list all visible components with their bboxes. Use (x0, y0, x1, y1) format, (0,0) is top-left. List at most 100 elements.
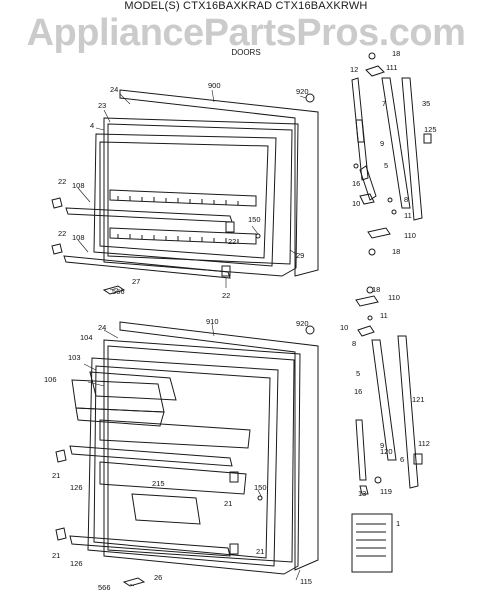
callout-upper-hinge-35: 35 (422, 99, 430, 108)
callout-lower-hinge-13: 13 (358, 489, 366, 498)
upper-trim-7 (381, 77, 411, 209)
upper-door-bar-2 (63, 255, 231, 279)
callout-upper-hinge-12: 12 (350, 65, 358, 74)
upper-trim-12 (351, 77, 369, 181)
callout-lower-hinge-18: 18 (372, 285, 380, 294)
callout-lower-door-21: 21 (224, 499, 232, 508)
callout-upper-hinge-111: 111 (386, 63, 397, 72)
upper-part-9 (355, 119, 365, 143)
callout-lower-hinge-5: 5 (356, 369, 360, 378)
upper-part-125 (423, 133, 432, 144)
lower-part-9 (355, 419, 367, 481)
callout-lower-hinge-6: 6 (400, 455, 404, 464)
upper-bar-cap-right-1 (225, 221, 235, 233)
callout-lower-door-26: 26 (154, 573, 162, 582)
lower-trim-121 (397, 335, 419, 489)
callout-lower-door-126: 126 (70, 483, 83, 492)
callout-upper-hinge-110: 110 (404, 231, 416, 240)
callout-lower-hinge-10: 10 (340, 323, 348, 332)
callout-lower-hinge-120: 120 (380, 447, 393, 456)
callout-lower-door-104: 104 (80, 333, 93, 342)
callout-upper-door-108: 108 (72, 233, 85, 242)
upper-trim-35 (401, 77, 423, 221)
lower-shelf-1 (99, 461, 247, 495)
callout-upper-hinge-125: 125 (424, 125, 437, 134)
upper-screw-11 (391, 209, 397, 215)
callout-upper-door-23: 23 (98, 101, 106, 110)
callout-lower-door-126: 126 (70, 559, 83, 568)
lower-bin-215 (131, 493, 201, 525)
callout-lower-door-21: 21 (52, 471, 60, 480)
upper-door-liner (93, 133, 277, 267)
callout-upper-hinge-9: 9 (380, 139, 384, 148)
lower-bar-cap-left-1 (55, 449, 67, 463)
upper-liner-shelf-2 (109, 227, 257, 245)
upper-door-assembly (51, 89, 319, 295)
callout-upper-door-22: 22 (58, 229, 66, 238)
lower-door-assembly (55, 321, 319, 587)
upper-hinge-110 (367, 227, 391, 239)
lower-bar-cap-right-1 (229, 471, 239, 483)
lower-door-outer-panel (119, 321, 319, 571)
callout-lower-door-115: 115 (300, 577, 312, 586)
callout-upper-door-22: 22 (228, 237, 236, 246)
lower-door-gasket (103, 339, 301, 575)
lower-part-10 (357, 325, 375, 337)
model-header: MODEL(S) CTX16BAXKRAD CTX16BAXKRWH (124, 0, 368, 12)
callout-upper-hinge-18: 18 (392, 49, 400, 58)
upper-clip-27 (102, 285, 126, 295)
lower-hinge-5 (371, 339, 397, 461)
upper-bar-cap-right-2 (221, 265, 231, 277)
callout-lower-hinge-121: 121 (412, 395, 425, 404)
callout-upper-door-566: 566 (112, 287, 125, 296)
upper-door-bar-1 (65, 207, 233, 223)
upper-hinge-5 (359, 165, 377, 201)
instruction-booklet-1 (351, 513, 393, 573)
lower-bar-cap-left-2 (55, 527, 67, 541)
lower-plug-920 (305, 325, 315, 335)
callout-lower-door-103: 103 (68, 353, 81, 362)
callout-upper-door-29: 29 (296, 251, 304, 260)
upper-bar-cap-left-2 (51, 243, 63, 255)
lower-dairy-103 (89, 371, 177, 401)
callout-upper-door-108: 108 (72, 181, 85, 190)
lower-part-119 (374, 476, 382, 484)
upper-hinge-assembly (351, 52, 432, 256)
callout-lower-hinge-11: 11 (380, 311, 388, 320)
lower-hinge-110 (355, 295, 379, 307)
callout-lower-door-106: 106 (44, 375, 57, 384)
callout-lower-door-21: 21 (52, 551, 60, 560)
callout-upper-door-22: 22 (222, 291, 230, 300)
upper-part-10 (359, 193, 375, 205)
upper-screw-8 (387, 197, 393, 203)
lower-dairy-door-106 (71, 379, 165, 413)
callout-lower-door-150: 150 (254, 483, 267, 492)
callout-lower-door-566: 566 (98, 583, 111, 592)
upper-screw-16 (353, 163, 359, 169)
callout-upper-hinge-11: 11 (404, 211, 412, 220)
lower-screw-18 (366, 286, 374, 294)
upper-screw-150 (255, 233, 261, 239)
callout-lower-door-920: 920 (296, 319, 309, 328)
lower-clip-26 (122, 577, 146, 587)
callout-upper-door-22: 22 (58, 177, 66, 186)
upper-screw-18b (368, 248, 376, 256)
callout-upper-door-150: 150 (248, 215, 261, 224)
upper-hinge-111 (365, 65, 385, 77)
section-title: DOORS (231, 48, 261, 57)
callout-upper-hinge-8: 8 (404, 195, 408, 204)
lower-part-13 (359, 485, 369, 495)
lower-hinge-assembly (351, 286, 423, 573)
callout-lower-hinge-8: 8 (352, 339, 356, 348)
callout-upper-door-920: 920 (296, 87, 309, 96)
upper-liner-shelf-1 (109, 189, 257, 207)
lower-door-bar-1 (69, 445, 233, 467)
callout-lower-hinge-110: 110 (388, 293, 400, 302)
leader-lines (77, 89, 307, 587)
lower-door-liner (87, 357, 279, 567)
lower-part-112 (413, 453, 423, 465)
upper-door-outer-panel (119, 89, 319, 277)
callout-upper-hinge-5: 5 (384, 161, 388, 170)
callout-upper-door-900: 900 (208, 81, 221, 90)
upper-bar-cap-left-1 (51, 197, 63, 209)
